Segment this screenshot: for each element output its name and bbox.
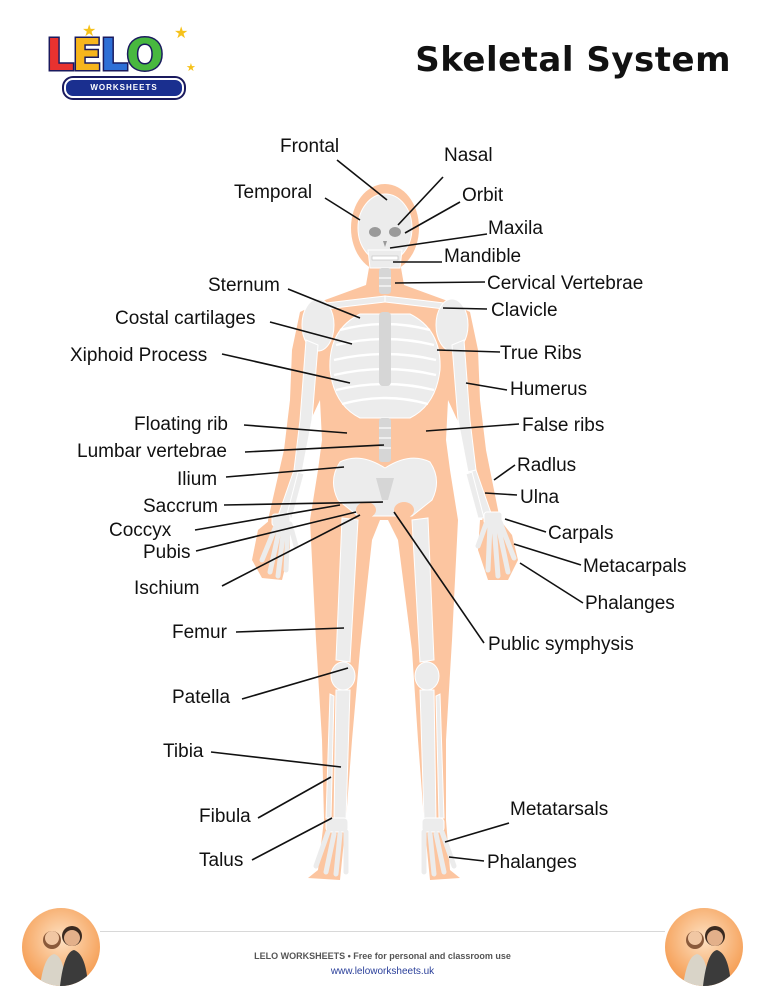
label-phalanges-hand: Phalanges (585, 593, 675, 614)
label-fibula: Fibula (199, 806, 251, 827)
leader-line-tibia (210, 751, 342, 768)
label-coccyx: Coccyx (109, 520, 172, 541)
label-false-ribs: False ribs (522, 415, 604, 436)
label-floating-rib: Floating rib (134, 414, 228, 435)
leader-line-public-symphysis (393, 511, 485, 644)
label-public-symphysis: Public symphysis (488, 634, 634, 655)
label-phalanges-foot: Phalanges (487, 852, 577, 873)
footer-url[interactable]: www.leloworksheets.uk (330, 966, 435, 977)
page-title: Skeletal System (415, 40, 731, 80)
leader-line-talus (251, 817, 333, 861)
label-temporal: Temporal (234, 182, 312, 203)
label-maxila: Maxila (488, 218, 543, 239)
leader-line-ulna (484, 492, 518, 496)
label-lumbar-vertebrae: Lumbar vertebrae (77, 441, 227, 462)
label-ischium: Ischium (134, 578, 199, 599)
label-clavicle: Clavicle (491, 300, 558, 321)
label-true-ribs: True Ribs (500, 343, 582, 364)
footer-text: LELO WORKSHEETS • Free for personal and … (254, 951, 511, 961)
leader-line-patella (241, 667, 349, 700)
logo-letter: L (99, 29, 130, 83)
star-icon: ★ (82, 23, 97, 40)
leader-line-radius (493, 464, 516, 481)
label-femur: Femur (172, 622, 228, 643)
label-metatarsals: Metatarsals (510, 799, 608, 820)
leader-line-false-ribs (425, 423, 520, 432)
leader-lines (194, 159, 584, 862)
footer-divider (100, 931, 665, 932)
label-patella: Patella (172, 687, 231, 708)
label-talus: Talus (199, 850, 243, 871)
leader-line-saccrum (223, 501, 384, 506)
label-frontal: Frontal (280, 136, 339, 157)
leader-line-cervical-vertebrae (394, 281, 486, 284)
leader-line-ilium (225, 466, 345, 478)
leader-line-metacarpals (513, 543, 582, 566)
leader-line-floating-rib (243, 424, 348, 434)
label-ulna: Ulna (520, 487, 560, 508)
leader-line-frontal (336, 159, 388, 201)
label-ilium: Ilium (177, 469, 217, 490)
leader-line-clavicle (442, 307, 488, 310)
leader-line-coccyx (194, 504, 341, 531)
leader-line-ischium (221, 514, 361, 587)
label-radius: Radlus (517, 455, 576, 476)
leader-line-sternum (287, 288, 361, 319)
label-xiphoid-process: Xiphoid Process (70, 345, 207, 366)
leader-line-metatarsals (444, 822, 510, 843)
leader-line-temporal (324, 197, 361, 221)
label-pubis: Pubis (143, 542, 191, 563)
label-nasal: Nasal (444, 145, 493, 166)
label-metacarpals: Metacarpals (583, 556, 687, 577)
label-humerus: Humerus (510, 379, 587, 400)
label-sternum: Sternum (208, 275, 280, 296)
leader-line-maxila (389, 233, 488, 249)
leader-line-true-ribs (436, 349, 501, 353)
avatar (665, 908, 743, 986)
leader-line-phalanges-foot (448, 856, 485, 862)
star-icon: ★ (174, 25, 189, 42)
leader-line-pubis (195, 511, 357, 552)
leader-line-carpals (504, 518, 547, 533)
label-carpals: Carpals (548, 523, 613, 544)
star-icon: ★ (186, 62, 196, 74)
leader-line-fibula (257, 776, 332, 819)
logo-letter: O (125, 29, 165, 83)
logo-letter: L (44, 29, 75, 83)
avatar (22, 908, 100, 986)
label-cervical-vertebrae: Cervical Vertebrae (487, 273, 643, 294)
leader-line-femur (235, 627, 345, 633)
leader-line-lumbar-vertebrae (244, 444, 385, 453)
label-mandible: Mandible (444, 246, 521, 267)
leader-line-nasal (397, 176, 444, 226)
label-orbit: Orbit (462, 185, 504, 206)
skeleton-bones (259, 193, 517, 877)
label-tibia: Tibia (163, 741, 204, 762)
leader-line-xiphoid-process (221, 353, 351, 384)
label-costal-cartilages: Costal cartilages (115, 308, 255, 329)
leader-line-phalanges-hand (519, 562, 584, 604)
leader-line-orbit (404, 201, 461, 234)
label-saccrum: Saccrum (143, 496, 218, 517)
logo-tagline: WORKSHEETS (64, 78, 184, 98)
leader-line-humerus (465, 382, 508, 391)
leader-line-costal-cartilages (269, 321, 353, 345)
logo-letter: E (71, 29, 104, 83)
